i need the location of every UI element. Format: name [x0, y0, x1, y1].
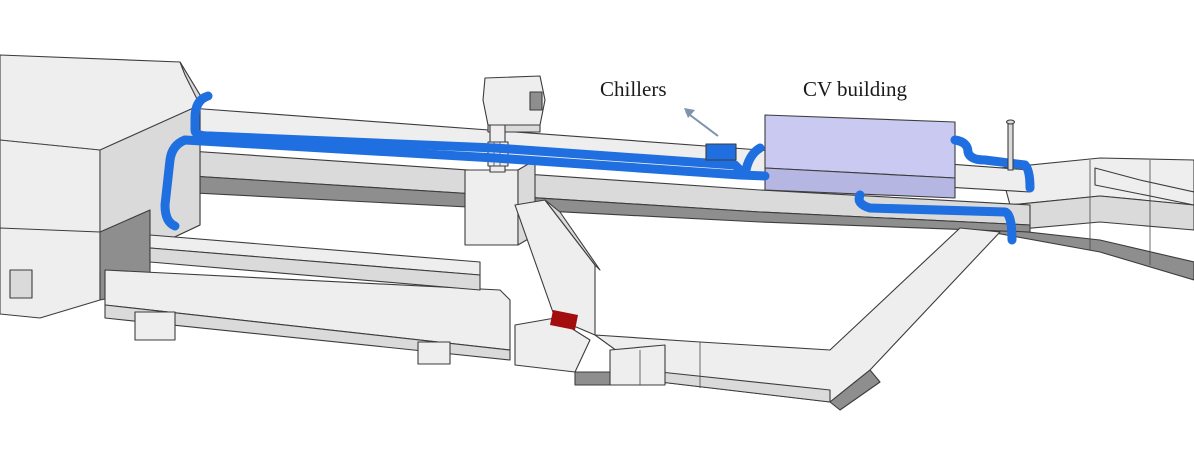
highlighted-section: [550, 310, 578, 330]
lower-tunnel: [104, 234, 511, 365]
cv-building-label: CV building: [803, 77, 908, 101]
chillers-label: Chillers: [600, 77, 667, 101]
loop-tunnel: [594, 227, 1001, 411]
chiller-unit: [705, 143, 737, 161]
cooling-pipes: [160, 91, 1035, 245]
chillers-pointer-arrow: [684, 108, 719, 137]
vent-stack: [1005, 119, 1016, 171]
diagonal-connector: [514, 199, 621, 386]
cv-building: [764, 114, 956, 199]
